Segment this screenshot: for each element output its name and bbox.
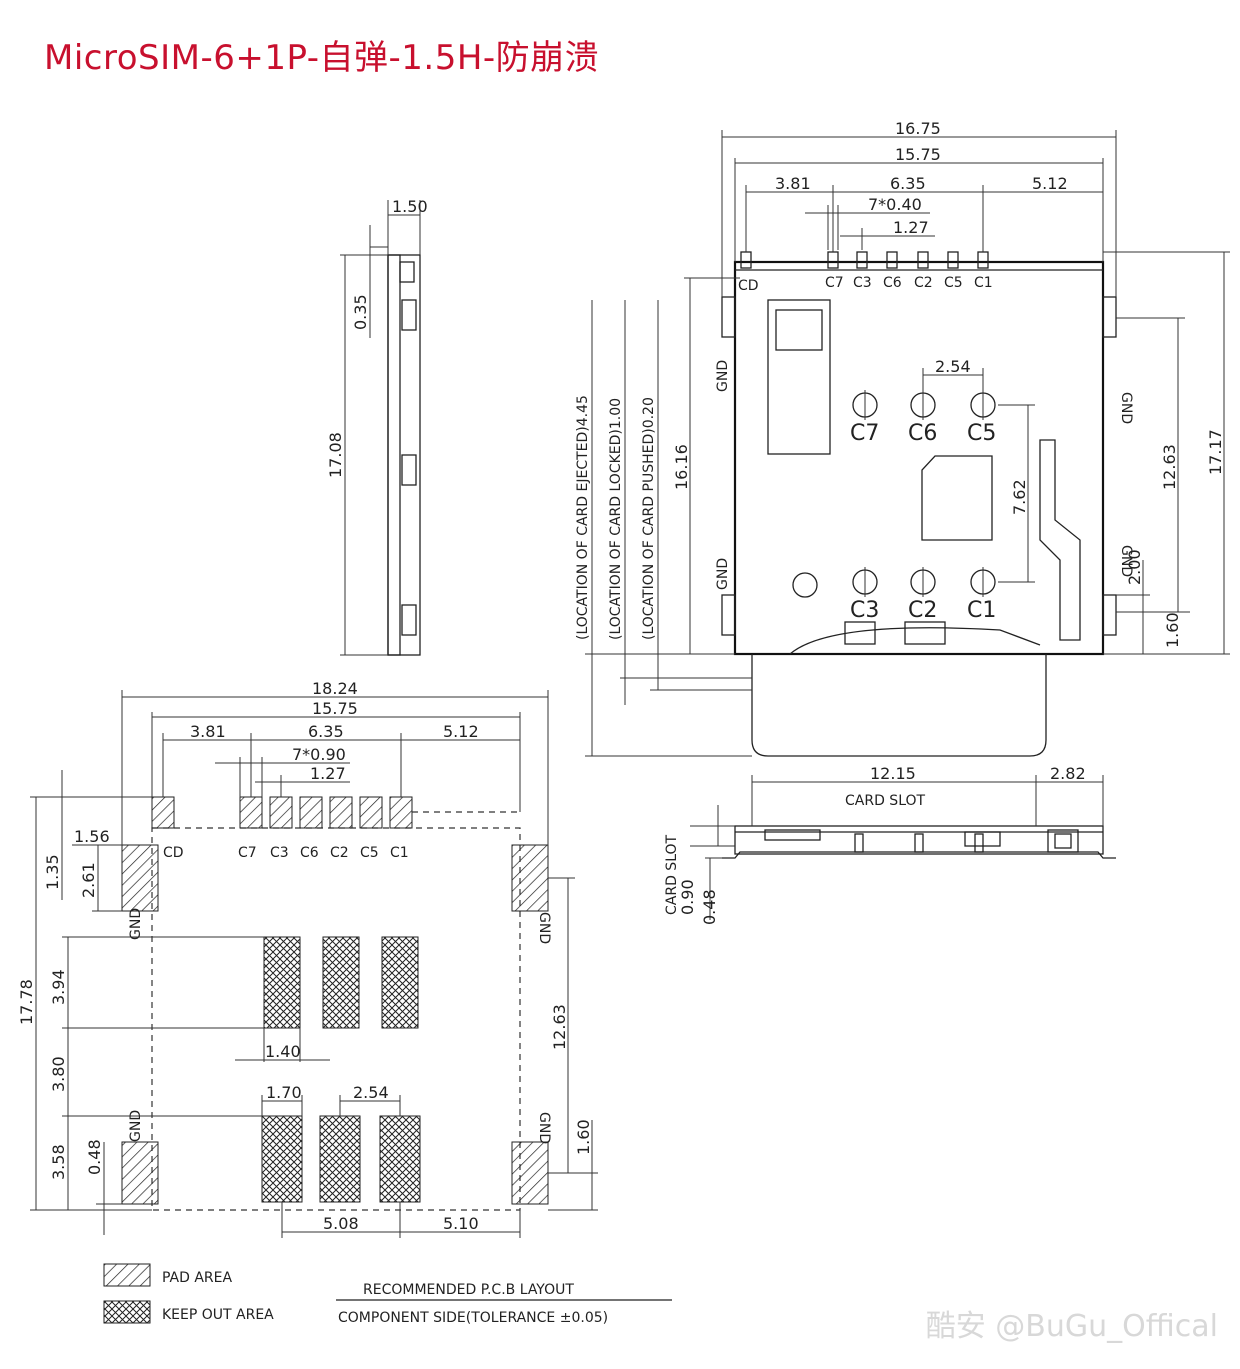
top-dim-outer-width: 16.75: [895, 119, 941, 138]
pcb-dim-pin-span: 6.35: [308, 722, 344, 741]
gnd-label-tr: GND: [1118, 392, 1134, 424]
layout-subtitle: COMPONENT SIDE(TOLERANCE ±0.05): [338, 1310, 608, 1326]
pcb-pin-c2: C2: [330, 845, 349, 861]
pin-label-c1: C1: [974, 275, 993, 291]
contact-label-bottom-2: C2: [908, 598, 937, 623]
top-pins: CD C7 C3 C6 C2 C5 C1: [738, 251, 993, 294]
location-locked: (LOCATION OF CARD LOCKED)1.00: [608, 398, 624, 640]
pcb-dim-gnd-pad-height: 0.48: [85, 1139, 104, 1175]
top-dim-inner-width: 15.75: [895, 145, 941, 164]
pcb-dim-bottom-right: 5.10: [443, 1214, 479, 1233]
side-dim-top-width: 1.50: [392, 197, 428, 216]
location-ejected: (LOCATION OF CARD EJECTED)4.45: [575, 395, 591, 640]
contact-label-bottom-1: C3: [850, 598, 879, 623]
pin-label-c6: C6: [883, 275, 902, 291]
pin-label-c5: C5: [944, 275, 963, 291]
pcb-gnd-tl: GND: [128, 908, 144, 940]
pcb-dim-bottom-pad-width: 1.70: [266, 1083, 302, 1102]
contact-label-top-3: C5: [967, 421, 996, 446]
pcb-dim-left-offset: 3.81: [190, 722, 226, 741]
pcb-dim-inner-height: 12.63: [550, 1004, 569, 1050]
drawing-title: MicroSIM-6+1P-自弹-1.5H-防崩溃: [44, 38, 600, 78]
top-dim-bottom-offset: 1.60: [1163, 612, 1182, 648]
top-dim-total-height: 17.17: [1206, 429, 1225, 475]
pcb-signal-pads: CD C7 C3 C6 C2 C5 C1: [151, 796, 520, 861]
pin-label-c2: C2: [914, 275, 933, 291]
watermark: 酷安 @BuGu_Offical: [925, 1309, 1218, 1344]
pcb-dim-keepout-top: 3.94: [49, 969, 68, 1005]
pcb-gnd-br: GND: [536, 1112, 552, 1144]
top-dim-gnd-bottom: 2.00: [1125, 549, 1144, 585]
pcb-layout: CD C7 C3 C6 C2 C5 C1 GND GND GND GND: [17, 679, 598, 1238]
side-dim-gap: 0.35: [351, 294, 370, 330]
contact-label-top-2: C6: [908, 421, 937, 446]
pcb-dim-outer-width: 18.24: [312, 679, 358, 698]
top-dim-pin-span: 6.35: [890, 174, 926, 193]
pcb-dim-gnd-height: 2.61: [79, 862, 98, 898]
pcb-pin-c6: C6: [300, 845, 319, 861]
pcb-pin-c3: C3: [270, 845, 289, 861]
pcb-dim-keepout-gap: 3.80: [49, 1056, 68, 1092]
pcb-pin-c7: C7: [238, 845, 257, 861]
gnd-label-bl: GND: [715, 558, 731, 590]
pcb-dim-keepout-bottom: 3.58: [49, 1144, 68, 1180]
pcb-dim-bottom-left: 5.08: [323, 1214, 359, 1233]
side-dim-height: 17.08: [326, 432, 345, 478]
top-view: C7 C6 C5 C3 C2 C1 CD C7 C3 C6 C2 C5 C1: [575, 119, 1230, 757]
top-dim-pin-pitch: 1.27: [893, 218, 929, 237]
front-view: 12.15 2.82 CARD SLOT CARD SLOT 0.90 0.48: [664, 764, 1116, 925]
top-contacts: C7 C6 C5 C3 C2 C1: [850, 390, 996, 623]
side-view: 1.50 0.35 17.08: [326, 197, 428, 656]
pin-label-cd: CD: [738, 278, 759, 294]
front-dim-slot-height: 0.90: [678, 879, 697, 915]
pcb-pin-c1: C1: [390, 845, 409, 861]
pcb-dim-right-offset: 5.12: [443, 722, 479, 741]
contact-label-bottom-3: C1: [967, 598, 996, 623]
top-dim-inner-height: 12.63: [1160, 444, 1179, 490]
legend-keep-out-area: KEEP OUT AREA: [162, 1307, 274, 1323]
pcb-keepout-areas: [261, 936, 421, 1203]
top-dim-pin-width: 7*0.40: [868, 195, 922, 214]
contact-label-top-1: C7: [850, 421, 879, 446]
top-dim-ejected-height: 16.16: [672, 444, 691, 490]
pin-label-c3: C3: [853, 275, 872, 291]
pcb-dim-inner-width: 15.75: [312, 699, 358, 718]
pcb-dim-bottom-pad-pitch: 2.54: [353, 1083, 389, 1102]
pcb-dim-bottom-gnd: 1.60: [574, 1119, 593, 1155]
front-card-slot-label: CARD SLOT: [845, 793, 926, 809]
layout-title: RECOMMENDED P.C.B LAYOUT: [363, 1282, 574, 1298]
gnd-label-tl: GND: [715, 360, 731, 392]
top-dim-contact-pitch: 2.54: [935, 357, 971, 376]
pcb-dim-gnd-offset-x: 1.56: [74, 827, 110, 846]
pcb-dim-top-offset: 1.35: [43, 854, 62, 890]
legend: PAD AREA KEEP OUT AREA RECOMMENDED P.C.B…: [103, 1263, 672, 1326]
front-dim-base-height: 0.48: [700, 889, 719, 925]
top-dim-right-offset: 5.12: [1032, 174, 1068, 193]
pcb-dim-total-height: 17.78: [17, 979, 36, 1025]
pcb-pin-cd: CD: [163, 845, 184, 861]
pcb-gnd-bl: GND: [128, 1110, 144, 1142]
pcb-dim-pad-width: 7*0.90: [292, 745, 346, 764]
top-dim-left-offset: 3.81: [775, 174, 811, 193]
pcb-dim-pad-pitch: 1.27: [310, 764, 346, 783]
pad-area-swatch: [103, 1263, 151, 1287]
legend-pad-area: PAD AREA: [162, 1270, 233, 1286]
front-card-slot-side: CARD SLOT: [664, 834, 680, 915]
top-dim-row-spacing: 7.62: [1010, 479, 1029, 515]
pcb-pin-c5: C5: [360, 845, 379, 861]
gnd-label-br: GND: [1118, 545, 1134, 577]
location-pushed: (LOCATION OF CARD PUSHED)0.20: [641, 397, 657, 640]
pcb-gnd-tr: GND: [536, 912, 552, 944]
keep-out-swatch: [103, 1300, 151, 1324]
front-dim-right-width: 2.82: [1050, 764, 1086, 783]
front-dim-slot-width: 12.15: [870, 764, 916, 783]
pin-label-c7: C7: [825, 275, 844, 291]
pcb-dim-keepout-width: 1.40: [265, 1042, 301, 1061]
